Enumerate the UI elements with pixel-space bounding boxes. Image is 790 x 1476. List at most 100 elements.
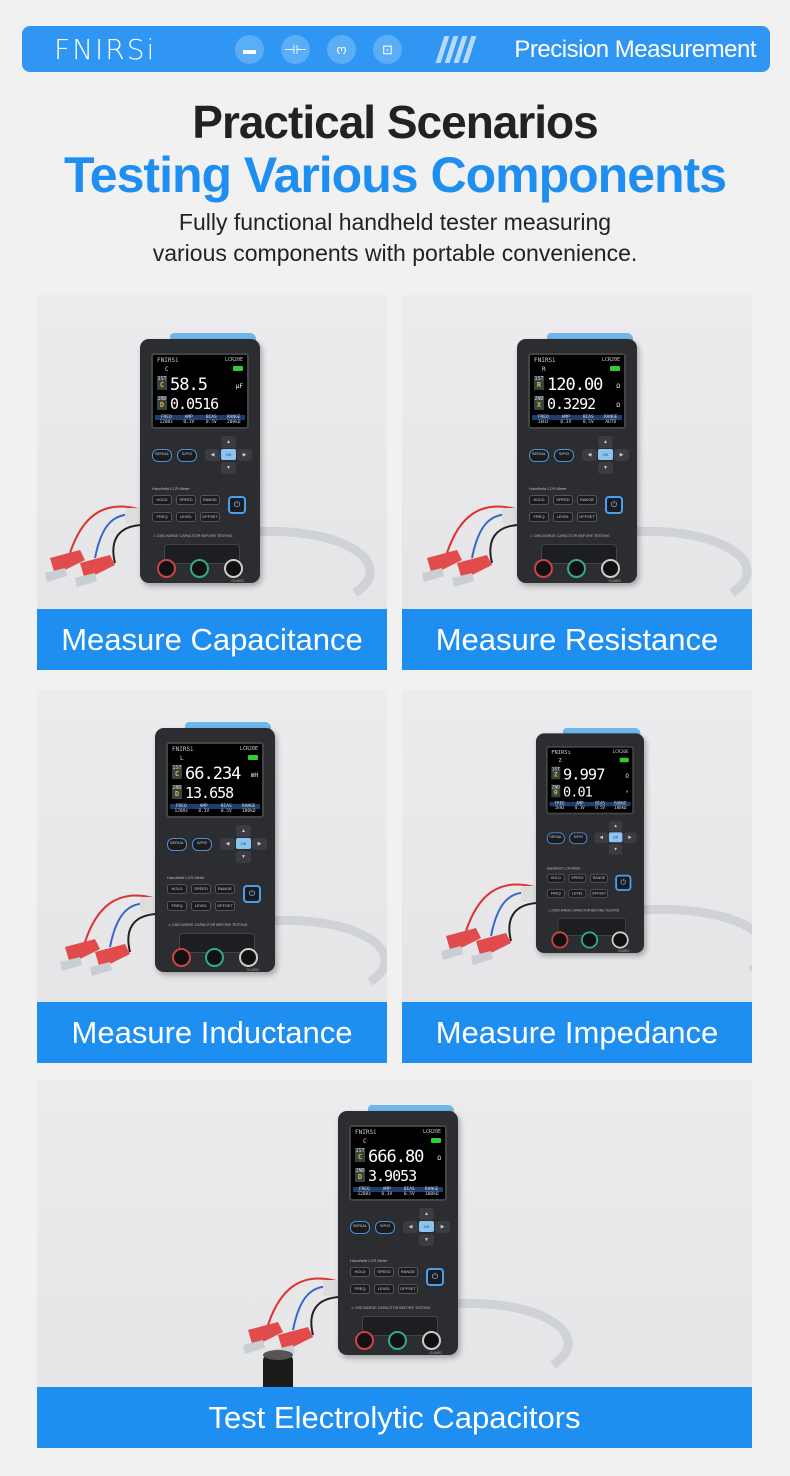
param-label: BIAS <box>215 804 238 809</box>
range-key[interactable]: RANGE <box>577 495 597 505</box>
param-label: AMP <box>554 415 577 420</box>
offset-key[interactable]: OFFSET <box>590 889 608 899</box>
up-arrow-key[interactable]: ▲ <box>608 820 623 832</box>
level-key[interactable]: LEVEL <box>568 889 587 899</box>
down-arrow-key[interactable]: ▼ <box>608 844 623 855</box>
right-arrow-key[interactable]: ▶ <box>252 838 267 850</box>
secondary-reading: 0.01 <box>563 783 593 800</box>
hold-key[interactable]: HOLD <box>546 873 565 883</box>
down-arrow-key[interactable]: ▼ <box>419 1234 434 1246</box>
freq-key[interactable]: FREQ <box>546 889 565 899</box>
left-arrow-key[interactable]: ◀ <box>594 832 608 844</box>
secondary-reading: 0.3292 <box>547 395 596 413</box>
ok-key[interactable]: OK <box>598 449 613 460</box>
freq-key[interactable]: FREQ <box>167 901 187 911</box>
mode-key[interactable]: SERIAL <box>167 838 187 851</box>
input-jack <box>581 930 599 949</box>
level-key[interactable]: LEVEL <box>191 901 211 911</box>
scenario-label: Measure Impedance <box>402 1002 752 1063</box>
range-key[interactable]: RANGE <box>215 884 235 894</box>
guard-jack <box>611 930 629 949</box>
hold-key[interactable]: HOLD <box>167 884 187 894</box>
freq-key[interactable]: FREQ <box>529 512 549 522</box>
capacitor-icon: ⊣⊢ <box>281 35 310 64</box>
power-icon[interactable]: ⏻ <box>228 496 246 514</box>
left-arrow-key[interactable]: ◀ <box>205 449 220 461</box>
param-label: RANGE <box>237 804 260 809</box>
left-arrow-key[interactable]: ◀ <box>220 838 235 850</box>
ok-key[interactable]: OK <box>419 1221 434 1232</box>
speed-key[interactable]: SPEED <box>191 884 211 894</box>
battery-icon <box>610 366 620 371</box>
speed-key[interactable]: SPEED <box>374 1267 394 1277</box>
screen-model: LCR20E <box>601 357 620 363</box>
offset-key[interactable]: OFFSET <box>200 512 220 522</box>
right-arrow-key[interactable]: ▶ <box>614 449 629 461</box>
freq-key[interactable]: FREQ <box>152 512 172 522</box>
param-value: 0.1V <box>183 420 195 425</box>
mode-key[interactable]: SERIAL <box>152 449 172 462</box>
left-arrow-key[interactable]: ◀ <box>403 1221 418 1233</box>
screen-mode: C <box>165 366 169 373</box>
level-key[interactable]: LEVEL <box>553 512 573 522</box>
power-icon[interactable]: ⏻ <box>605 496 623 514</box>
level-key[interactable]: LEVEL <box>374 1284 394 1294</box>
hold-key[interactable]: HOLD <box>350 1267 370 1277</box>
hold-key[interactable]: HOLD <box>152 495 172 505</box>
device-subtitle: Handheld LCR Meter <box>529 486 567 491</box>
range-key[interactable]: RANGE <box>200 495 220 505</box>
level-key[interactable]: LEVEL <box>176 512 196 522</box>
ok-key[interactable]: OK <box>608 832 623 843</box>
param-value: 0.5V <box>595 806 606 811</box>
switch-key[interactable]: S/P/D <box>192 838 212 851</box>
up-arrow-key[interactable]: ▲ <box>419 1208 434 1220</box>
up-arrow-key[interactable]: ▲ <box>598 436 613 448</box>
offset-key[interactable]: OFFSET <box>398 1284 418 1294</box>
mode-key[interactable]: SERIAL <box>529 449 549 462</box>
power-icon[interactable]: ⏻ <box>426 1268 444 1286</box>
warning-text: ⚠ DISCHARGE CAPACITOR BEFORE TESTING <box>168 923 248 927</box>
speed-key[interactable]: SPEED <box>553 495 573 505</box>
test-leads <box>243 1277 573 1395</box>
right-arrow-key[interactable]: ▶ <box>237 449 252 461</box>
mode-key[interactable]: SERIAL <box>350 1221 370 1234</box>
down-arrow-key[interactable]: ▼ <box>221 462 236 474</box>
speed-key[interactable]: SPEED <box>176 495 196 505</box>
param-label: FREQ <box>353 1187 376 1192</box>
hold-key[interactable]: HOLD <box>529 495 549 505</box>
ok-key[interactable]: OK <box>236 838 251 849</box>
right-arrow-key[interactable]: ▶ <box>623 832 637 844</box>
range-key[interactable]: RANGE <box>398 1267 418 1277</box>
right-arrow-key[interactable]: ▶ <box>435 1221 450 1233</box>
up-arrow-key[interactable]: ▲ <box>221 436 236 448</box>
down-arrow-key[interactable]: ▼ <box>598 462 613 474</box>
down-arrow-key[interactable]: ▼ <box>236 851 251 863</box>
scenario-label: Test Electrolytic Capacitors <box>37 1387 752 1448</box>
speed-key[interactable]: SPEED <box>568 873 587 883</box>
ok-key[interactable]: OK <box>221 449 236 460</box>
switch-key[interactable]: S/P/D <box>569 832 588 845</box>
range-key[interactable]: RANGE <box>590 873 608 883</box>
warning-text: ⚠ DISCHARGE CAPACITOR BEFORE TESTING <box>153 534 233 538</box>
param-value: 0.5V <box>582 420 594 425</box>
mode-key[interactable]: SERIAL <box>546 832 565 845</box>
offset-key[interactable]: OFFSET <box>577 512 597 522</box>
freq-key[interactable]: FREQ <box>350 1284 370 1294</box>
scenario-label: Measure Capacitance <box>37 609 387 670</box>
screen-brand: FNIRSi <box>172 746 194 753</box>
left-arrow-key[interactable]: ◀ <box>582 449 597 461</box>
param-label: BIAS <box>577 415 600 420</box>
power-icon[interactable]: ⏻ <box>243 885 261 903</box>
param-label: RANGE <box>420 1187 443 1192</box>
power-icon[interactable]: ⏻ <box>615 874 632 891</box>
up-arrow-key[interactable]: ▲ <box>236 825 251 837</box>
switch-key[interactable]: S/P/D <box>177 449 197 462</box>
offset-key[interactable]: OFFSET <box>215 901 235 911</box>
switch-key[interactable]: S/P/D <box>554 449 574 462</box>
switch-key[interactable]: S/P/D <box>375 1221 395 1234</box>
